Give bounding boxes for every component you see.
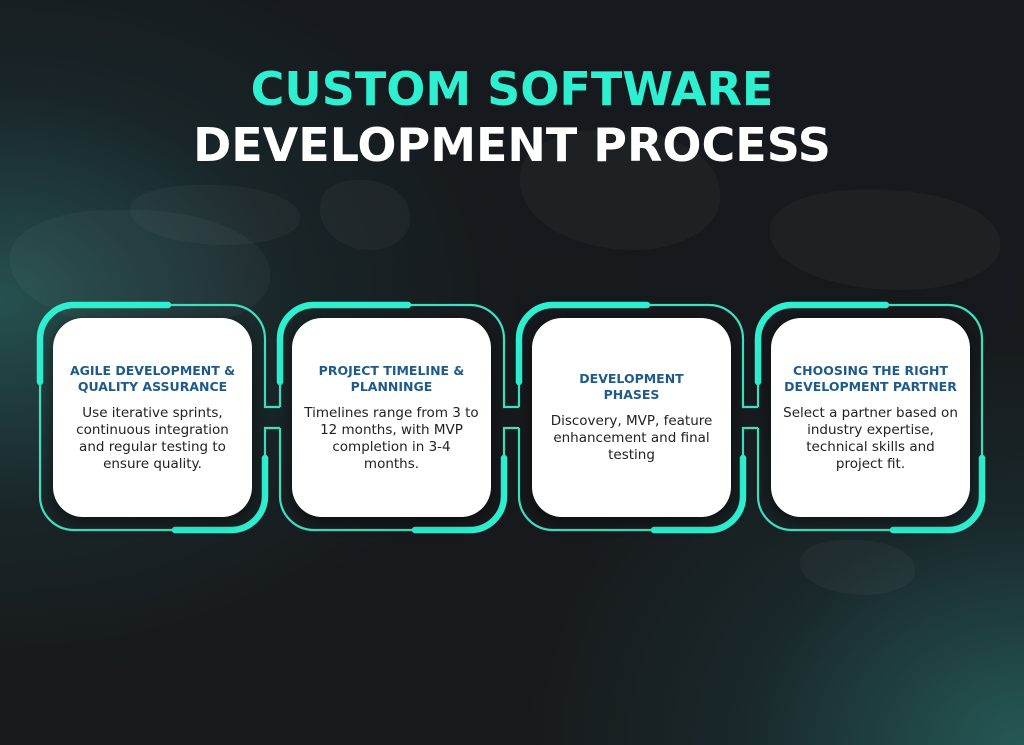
step-card: DEVELOPMENT PHASES Discovery, MVP, featur… [532, 318, 731, 517]
frame-accent-top [754, 301, 890, 386]
frame-accent-top [36, 301, 172, 386]
step-card: AGILE DEVELOPMENT & QUALITY ASSURANCE Use… [53, 318, 252, 517]
step-card: PROJECT TIMELINE & PLANNINGE Timelines ra… [292, 318, 491, 517]
step-title: AGILE DEVELOPMENT & QUALITY ASSURANCE [69, 362, 236, 394]
title-line-2: DEVELOPMENT PROCESS [193, 118, 831, 172]
step-card: CHOOSING THE RIGHT DEVELOPMENT PARTNER Se… [771, 318, 970, 517]
frame-accent-bottom [650, 454, 747, 534]
step-title: PROJECT TIMELINE & PLANNINGE [318, 362, 465, 394]
step-title: DEVELOPMENT PHASES [579, 371, 684, 402]
frame-accent-bottom [411, 454, 508, 534]
step-description: Discovery, MVP, feature enhancement and … [550, 413, 713, 463]
frame-accent-bottom [889, 454, 986, 534]
frame-accent-bottom [171, 454, 269, 534]
step-title: CHOOSING THE RIGHT DEVELOPMENT PARTNER [784, 362, 957, 394]
step-description: Timelines range from 3 to 12 months, wit… [304, 404, 479, 472]
frame-accent-top [276, 301, 412, 386]
step-description: Use iterative sprints, continuous integr… [76, 404, 229, 472]
title-line-1: CUSTOM SOFTWARE [250, 62, 774, 116]
step-description: Select a partner based on industry exper… [783, 404, 958, 472]
frame-accent-top [515, 301, 651, 386]
